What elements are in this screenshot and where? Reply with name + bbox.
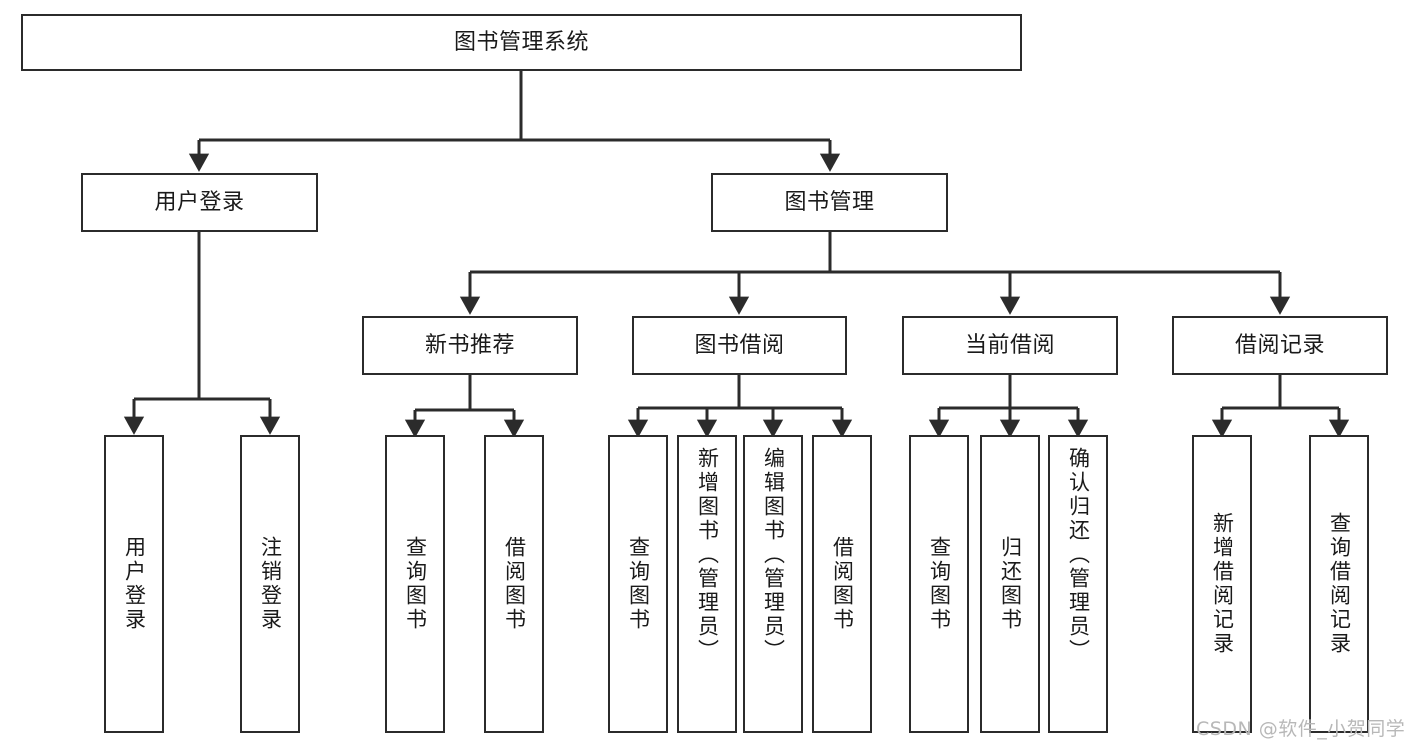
node-label: 图书管理 [784,189,875,215]
leaf-label: 归还图书 [998,536,1023,632]
leaf-label: 确认归还（管理员） [1066,447,1091,663]
leaf-node-user-login[interactable]: 用户登录 [104,435,164,733]
leaf-label: 编辑图书（管理员） [761,447,786,663]
node-label: 图书管理系统 [453,29,589,55]
leaf-label: 注销登录 [258,536,283,632]
leaf-node-query-book-rec[interactable]: 查询图书 [385,435,445,733]
leaf-node-add-borrow-record[interactable]: 新增借阅记录 [1192,435,1252,733]
node-book-management[interactable]: 图书管理 [711,173,948,232]
leaf-label: 借阅图书 [830,536,855,632]
node-label: 新书推荐 [424,332,515,358]
leaf-node-edit-book-admin[interactable]: 编辑图书（管理员） [743,435,803,733]
leaf-node-user-logout[interactable]: 注销登录 [240,435,300,733]
node-label: 用户登录 [154,189,245,215]
node-label: 图书借阅 [694,332,785,358]
leaf-label: 查询借阅记录 [1327,512,1352,656]
leaf-node-add-book-admin[interactable]: 新增图书（管理员） [677,435,737,733]
leaf-node-query-borrow-record[interactable]: 查询借阅记录 [1309,435,1369,733]
leaf-node-query-book-current[interactable]: 查询图书 [909,435,969,733]
leaf-node-confirm-return-admin[interactable]: 确认归还（管理员） [1048,435,1108,733]
node-current-borrowing[interactable]: 当前借阅 [902,316,1118,375]
node-book-borrowing[interactable]: 图书借阅 [632,316,847,375]
leaf-node-query-book-borrow[interactable]: 查询图书 [608,435,668,733]
node-label: 借阅记录 [1234,332,1325,358]
leaf-label: 查询图书 [626,536,651,632]
leaf-label: 查询图书 [927,536,952,632]
node-book-management-system[interactable]: 图书管理系统 [21,14,1022,71]
leaf-node-return-book[interactable]: 归还图书 [980,435,1040,733]
node-user-login[interactable]: 用户登录 [81,173,318,232]
csdn-watermark: CSDN @软件_小贺同学 [1196,718,1405,740]
leaf-node-borrow-book[interactable]: 借阅图书 [812,435,872,733]
node-borrowing-record[interactable]: 借阅记录 [1172,316,1388,375]
leaf-label: 借阅图书 [502,536,527,632]
leaf-label: 用户登录 [122,536,147,632]
leaf-label: 查询图书 [403,536,428,632]
leaf-label: 新增借阅记录 [1210,512,1235,656]
leaf-node-borrow-book-rec[interactable]: 借阅图书 [484,435,544,733]
node-new-book-recommendation[interactable]: 新书推荐 [362,316,578,375]
node-label: 当前借阅 [964,332,1055,358]
leaf-label: 新增图书（管理员） [695,447,720,663]
